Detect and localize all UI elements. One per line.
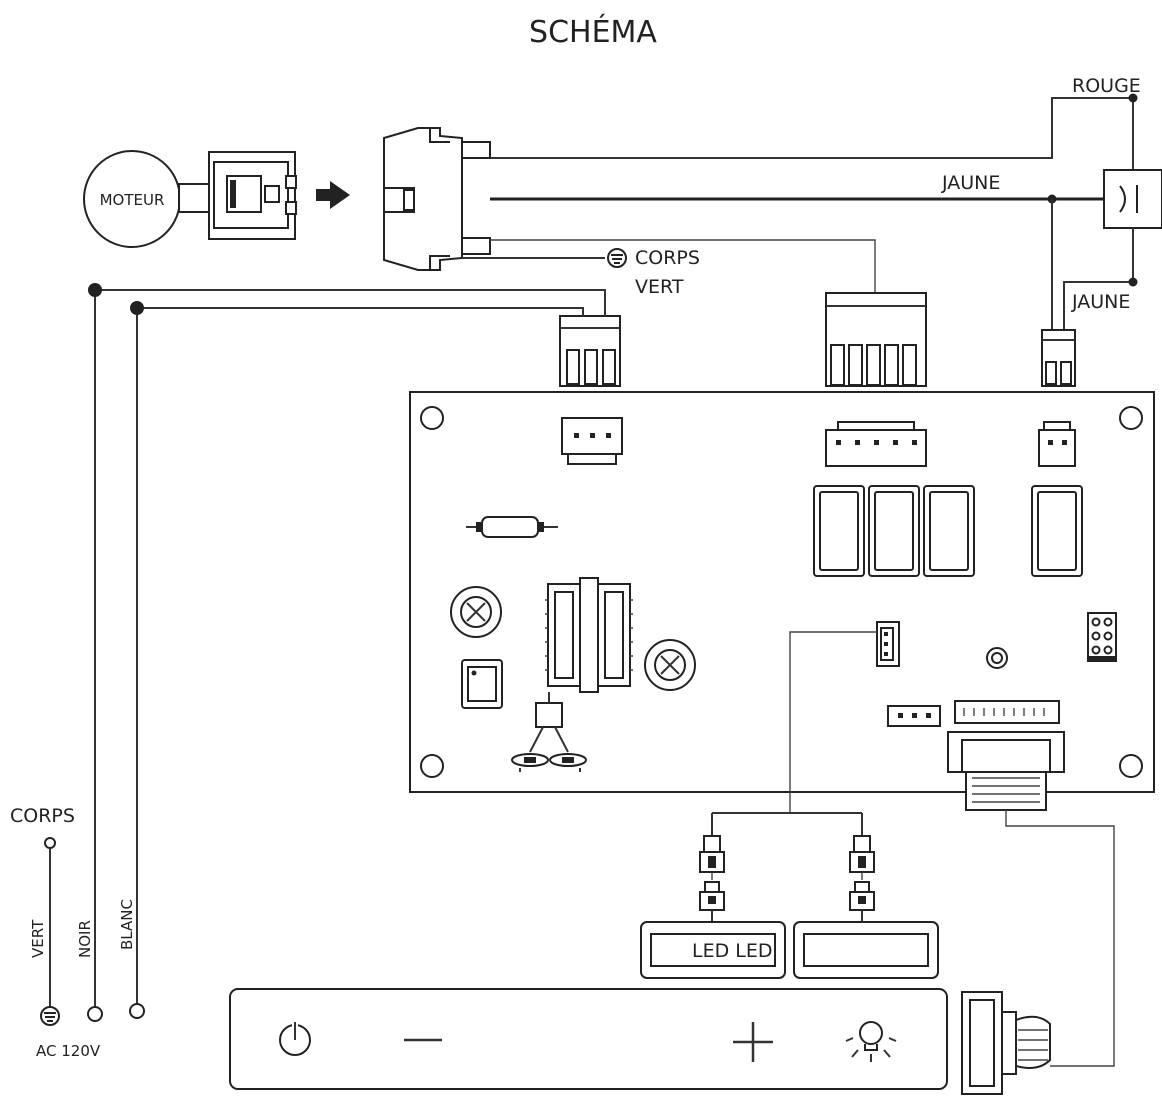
relay-connector (825, 292, 927, 387)
corps-top-label: CORPS (635, 247, 700, 269)
light-bulb-icon[interactable] (845, 1021, 897, 1062)
harness-wires (462, 97, 1134, 293)
ribbon-plug (947, 731, 1065, 811)
corps-left-label: CORPS (10, 805, 75, 827)
vert-left-label: VERT (29, 919, 47, 958)
led-plug-right (849, 835, 875, 922)
motor-label: MOTEUR (100, 191, 165, 209)
jaune-right-label: JAUNE (1071, 291, 1130, 313)
control-panel (229, 988, 948, 1090)
noir-label: NOIR (76, 920, 94, 958)
led-plug-left (699, 835, 725, 922)
mains-wires (94, 289, 606, 1007)
led-module-left (640, 921, 786, 979)
control-board (409, 391, 1155, 793)
capacitor-connector (1041, 329, 1076, 387)
rouge-label: ROUGE (1072, 75, 1141, 97)
led-module-right (793, 921, 939, 979)
connect-arrow-icon (316, 181, 350, 209)
mains-connector (559, 315, 621, 387)
motor: MOTEUR (83, 150, 297, 248)
vert-top-label: VERT (635, 276, 684, 298)
ground-terminal-icon (40, 1006, 60, 1026)
ground-symbol-icon (607, 248, 627, 268)
led-label: LED LED (692, 940, 772, 962)
capacitor (1103, 169, 1162, 229)
motor-harness-connector (383, 127, 491, 271)
plus-icon[interactable] (733, 1022, 773, 1062)
ac-label: AC 120V (36, 1042, 101, 1060)
diagram-title: SCHÉMA (529, 14, 657, 50)
led-wiring (711, 631, 877, 836)
power-icon[interactable] (279, 1020, 311, 1056)
jaune-top-label: JAUNE (941, 172, 1000, 194)
blanc-label: BLANC (118, 899, 136, 950)
panel-connector (961, 991, 1051, 1095)
